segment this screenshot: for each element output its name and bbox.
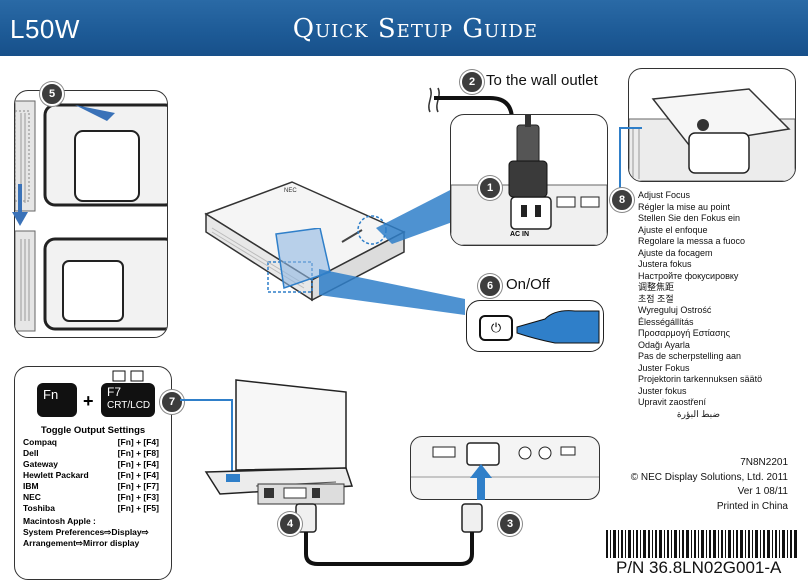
focus-text-tr: Odağı Ayarla (638, 339, 690, 350)
rear-ports-illustration (411, 442, 599, 478)
step-1-badge: 1 (478, 176, 502, 200)
step-5-badge: 5 (40, 82, 64, 106)
toggle-output-panel: Fn + F7 CRT/LCD Toggle Output Settings C… (14, 366, 172, 580)
brand-cell: IBM (23, 481, 39, 491)
focus-pointer-line (619, 127, 642, 194)
brand-cell: Compaq (23, 437, 57, 447)
focus-text-el: Προσαρμογή Εστίασης (638, 328, 730, 338)
document-info: 7N8N2201 © NEC Display Solutions, Ltd. 2… (631, 456, 788, 514)
focus-text-nl: Pas de scherpstelling aan (638, 351, 742, 361)
table-row: Toshiba [Fn] + [F5] (23, 503, 159, 514)
focus-text-es: Ajuste el enfoque (638, 224, 708, 235)
focus-text-zh: 调整焦距 (638, 282, 675, 292)
lens-cover-panel (14, 90, 168, 338)
table-row: Dell [Fn] + [F8] (23, 448, 159, 459)
focus-dial-illustration (629, 88, 795, 181)
table-row: NEC [Fn] + [F3] (23, 492, 159, 503)
focus-text-de: Stellen Sie den Fokus ein (638, 213, 741, 223)
keys-cell: [Fn] + [F4] (117, 459, 159, 469)
power-input-panel (450, 114, 608, 246)
keys-cell: [Fn] + [F3] (117, 492, 159, 502)
keys-cell: [Fn] + [F4] (117, 437, 159, 447)
focus-text-ko: 초점 조절 (638, 293, 674, 304)
focus-text-cs: Upravit zaostření (638, 397, 707, 407)
svg-text:NEC: NEC (284, 188, 297, 194)
focus-text-pt: Ajuste da focagem (638, 247, 713, 258)
document-code: 7N8N2201 (740, 457, 788, 468)
focus-language-list: Adjust Focus Régler la mise au point Ste… (638, 190, 762, 420)
guide-title: Quick Setup Guide (292, 14, 538, 44)
laptop-ports-illustration (257, 483, 345, 505)
display-toggle-icon (112, 370, 144, 382)
model-name: L50W (10, 14, 80, 44)
header-bar (0, 0, 808, 56)
projector-rear-ports (410, 436, 600, 500)
focus-panel (628, 68, 796, 182)
table-row: Compaq [Fn] + [F4] (23, 437, 159, 448)
step-2-badge: 2 (460, 70, 484, 94)
plus-sign: + (83, 391, 94, 411)
fn-key-label: Fn (43, 387, 59, 402)
on-off-label: On/Off (506, 276, 550, 293)
crt-lcd-label: CRT/LCD (107, 400, 151, 411)
brand-cell: Gateway (23, 459, 58, 469)
wall-outlet-label: To the wall outlet (486, 72, 598, 89)
keys-cell: [Fn] + [F5] (117, 503, 159, 513)
ac-in-label: AC IN (510, 231, 530, 238)
table-row: Gateway [Fn] + [F4] (23, 459, 159, 470)
focus-text-it: Regolare la messa a fuoco (638, 236, 746, 246)
brand-cell: Hewlett Packard (23, 470, 89, 480)
brand-cell: Toshiba (23, 503, 55, 513)
keys-cell: [Fn] + [F7] (117, 481, 159, 491)
focus-text-hu: Élességállítás (638, 316, 694, 327)
brand-cell: Dell (23, 448, 39, 458)
part-number: P/N 36.8LN02G001-A (616, 558, 782, 577)
vga-cable-illustration (295, 503, 483, 566)
step-3-badge: 3 (498, 512, 522, 536)
mac-instructions-line1: System Preferences⇨Display⇨ (23, 527, 149, 537)
focus-text-ru: Настройте фокусировку (638, 270, 739, 281)
focus-text-fr: Régler la mise au point (638, 201, 731, 212)
vga-up-arrow-icon (470, 464, 492, 500)
focus-text-pl: Wyreguluj Ostrość (638, 305, 712, 315)
fn-key-icon: Fn (37, 383, 77, 417)
step-4-badge: 4 (278, 512, 302, 536)
focus-text-fi: Projektorin tarkennuksen säätö (638, 374, 763, 384)
step-7-badge: 7 (160, 390, 184, 414)
toggle-settings-table: Compaq [Fn] + [F4] Dell [Fn] + [F8] Gatewa… (23, 437, 159, 549)
step-8-badge: 8 (610, 188, 634, 212)
power-button-panel: ⏻ (466, 300, 604, 352)
mac-title: Macintosh Apple : (23, 516, 96, 526)
focus-text-ar: ضبط البؤرة (676, 408, 720, 419)
mac-instructions-line2: Arrangement⇨Mirror display (23, 538, 140, 548)
keys-cell: [Fn] + [F4] (117, 470, 159, 480)
lens-cover-illustration (15, 100, 167, 332)
focus-text-da: Juster Fokus (638, 362, 690, 373)
version-text: Ver 1 08/11 (737, 486, 788, 497)
power-button-icon: ⏻ (479, 315, 513, 341)
barcode (606, 530, 798, 558)
focus-text-no: Juster fokus (638, 385, 687, 396)
connector-beam-onoff (319, 269, 465, 315)
f7-key-icon: F7 CRT/LCD (101, 383, 155, 417)
toggle-settings-title: Toggle Output Settings (40, 425, 146, 436)
focus-text-sv: Justera fokus (638, 259, 692, 269)
copyright-text: © NEC Display Solutions, Ltd. 2011 (630, 471, 788, 483)
table-row: IBM [Fn] + [F7] (23, 481, 159, 492)
f7-key-label: F7 (107, 385, 122, 399)
keyboard-pointer-line (180, 399, 233, 474)
pressing-finger-icon (516, 310, 600, 344)
table-row: Hewlett Packard [Fn] + [F4] (23, 470, 159, 481)
step-6-badge: 6 (478, 274, 502, 298)
power-socket-illustration (451, 115, 607, 245)
brand-cell: NEC (23, 492, 41, 502)
printed-text: Printed in China (716, 500, 788, 512)
keys-cell: [Fn] + [F8] (117, 448, 159, 458)
focus-text-en: Adjust Focus (638, 190, 691, 200)
slide-down-arrow-icon (12, 184, 28, 226)
barcode-graphic (606, 530, 797, 558)
connector-beam-power (376, 186, 458, 244)
